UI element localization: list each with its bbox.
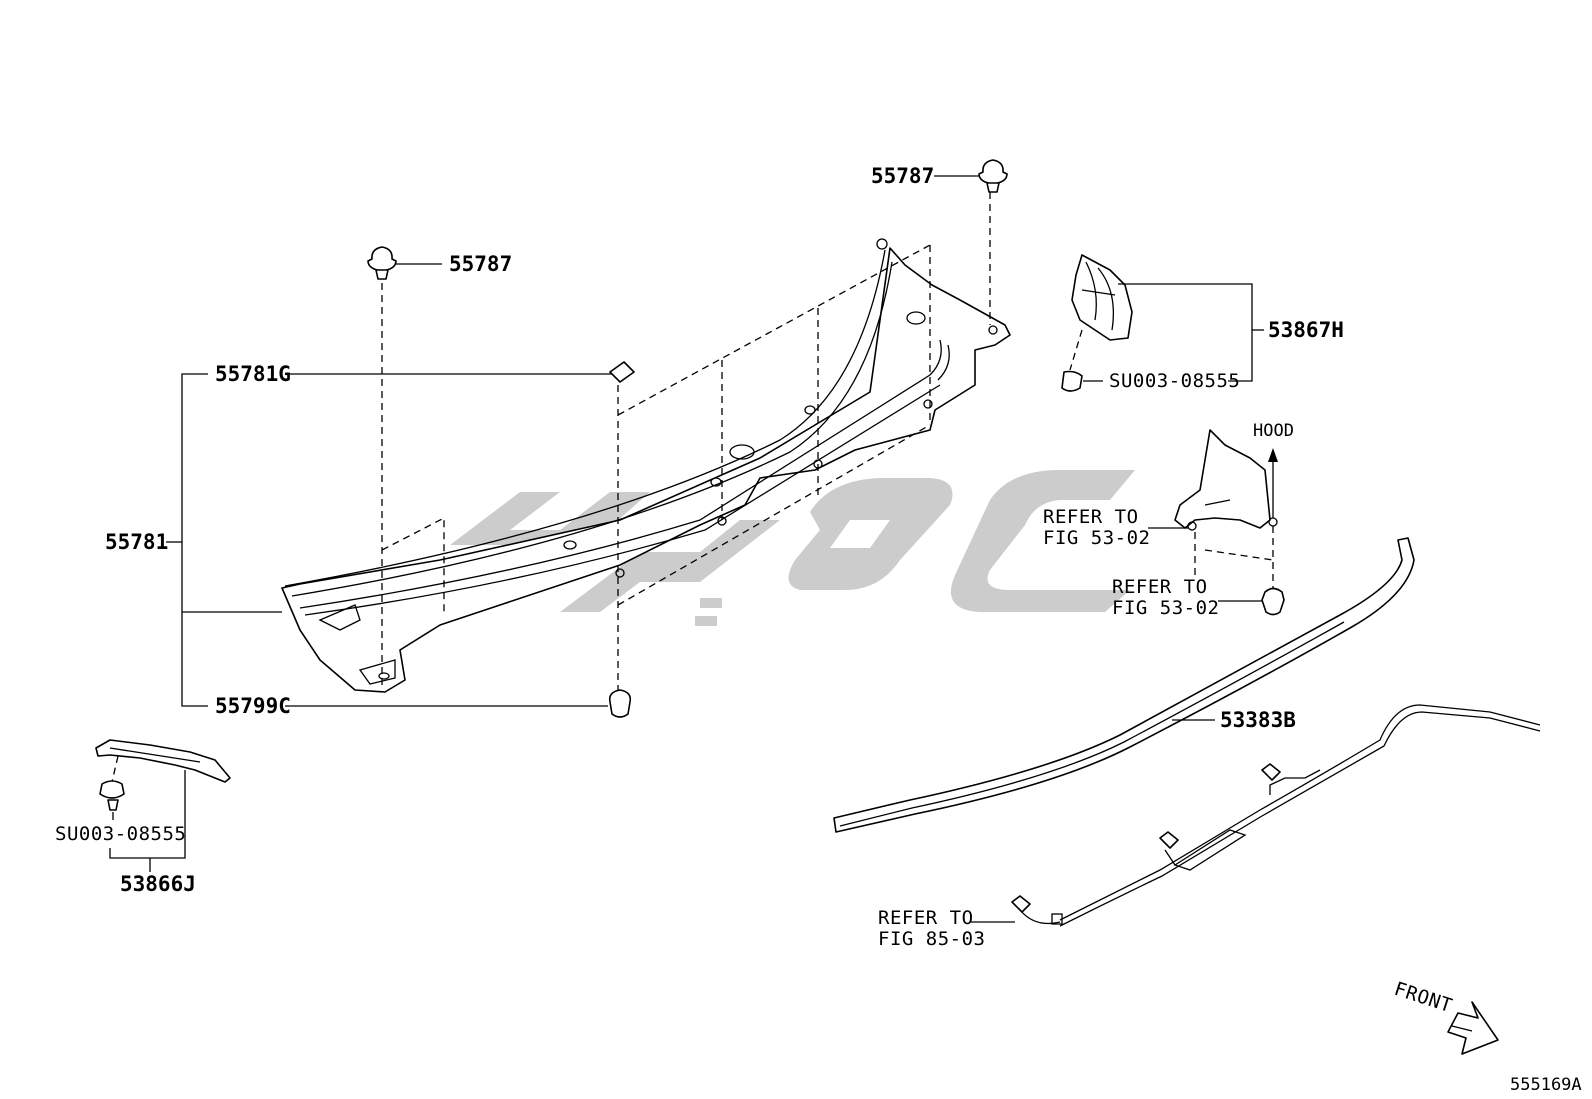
label-55799c: 55799C — [215, 694, 291, 718]
clip-55787-left: 55787 — [367, 246, 512, 280]
plug-55799c: 55799C — [215, 689, 632, 718]
label-53383b: 53383B — [1220, 708, 1296, 732]
diagram-id: 555169A — [1510, 1075, 1582, 1095]
label-55781: 55781 — [105, 530, 168, 554]
cowl-top-panel — [281, 238, 1011, 693]
label-refer-a-2: FIG 53-02 — [1043, 527, 1150, 549]
label-refer-b-2: FIG 53-02 — [1112, 597, 1219, 619]
label-hood: HOOD — [1253, 421, 1294, 441]
hood-bracket: HOOD REFER TO FIG 53-02 REFER TO FIG 53-… — [1043, 421, 1294, 619]
washer-hose: REFER TO FIG 85-03 — [878, 704, 1541, 950]
seal-53866j: SU003-08555 53866J — [55, 739, 231, 896]
label-55787-top: 55787 — [871, 164, 934, 188]
label-su-left: SU003-08555 — [55, 823, 186, 845]
label-refer-c-2: FIG 85-03 — [878, 928, 985, 950]
label-55781g: 55781G — [215, 362, 291, 386]
pad-55781g: 55781G — [215, 361, 635, 386]
alignment-dashes — [381, 192, 991, 692]
label-53867h: 53867H — [1268, 318, 1344, 342]
label-refer-b-1: REFER TO — [1112, 576, 1208, 598]
label-refer-a-1: REFER TO — [1043, 506, 1139, 528]
clip-55787-top: 55787 — [871, 159, 1008, 193]
bracket-55781: 55781 — [105, 373, 282, 707]
seal-53867h: 53867H SU003-08555 — [1061, 254, 1344, 392]
label-53866j: 53866J — [120, 872, 196, 896]
seal-strip-53383b: 53383B — [833, 537, 1415, 833]
label-55787-left: 55787 — [449, 252, 512, 276]
label-refer-c-1: REFER TO — [878, 907, 974, 929]
label-front: FRONT — [1391, 978, 1455, 1017]
front-arrow: FRONT — [1391, 978, 1499, 1055]
label-su-right: SU003-08555 — [1109, 370, 1240, 392]
